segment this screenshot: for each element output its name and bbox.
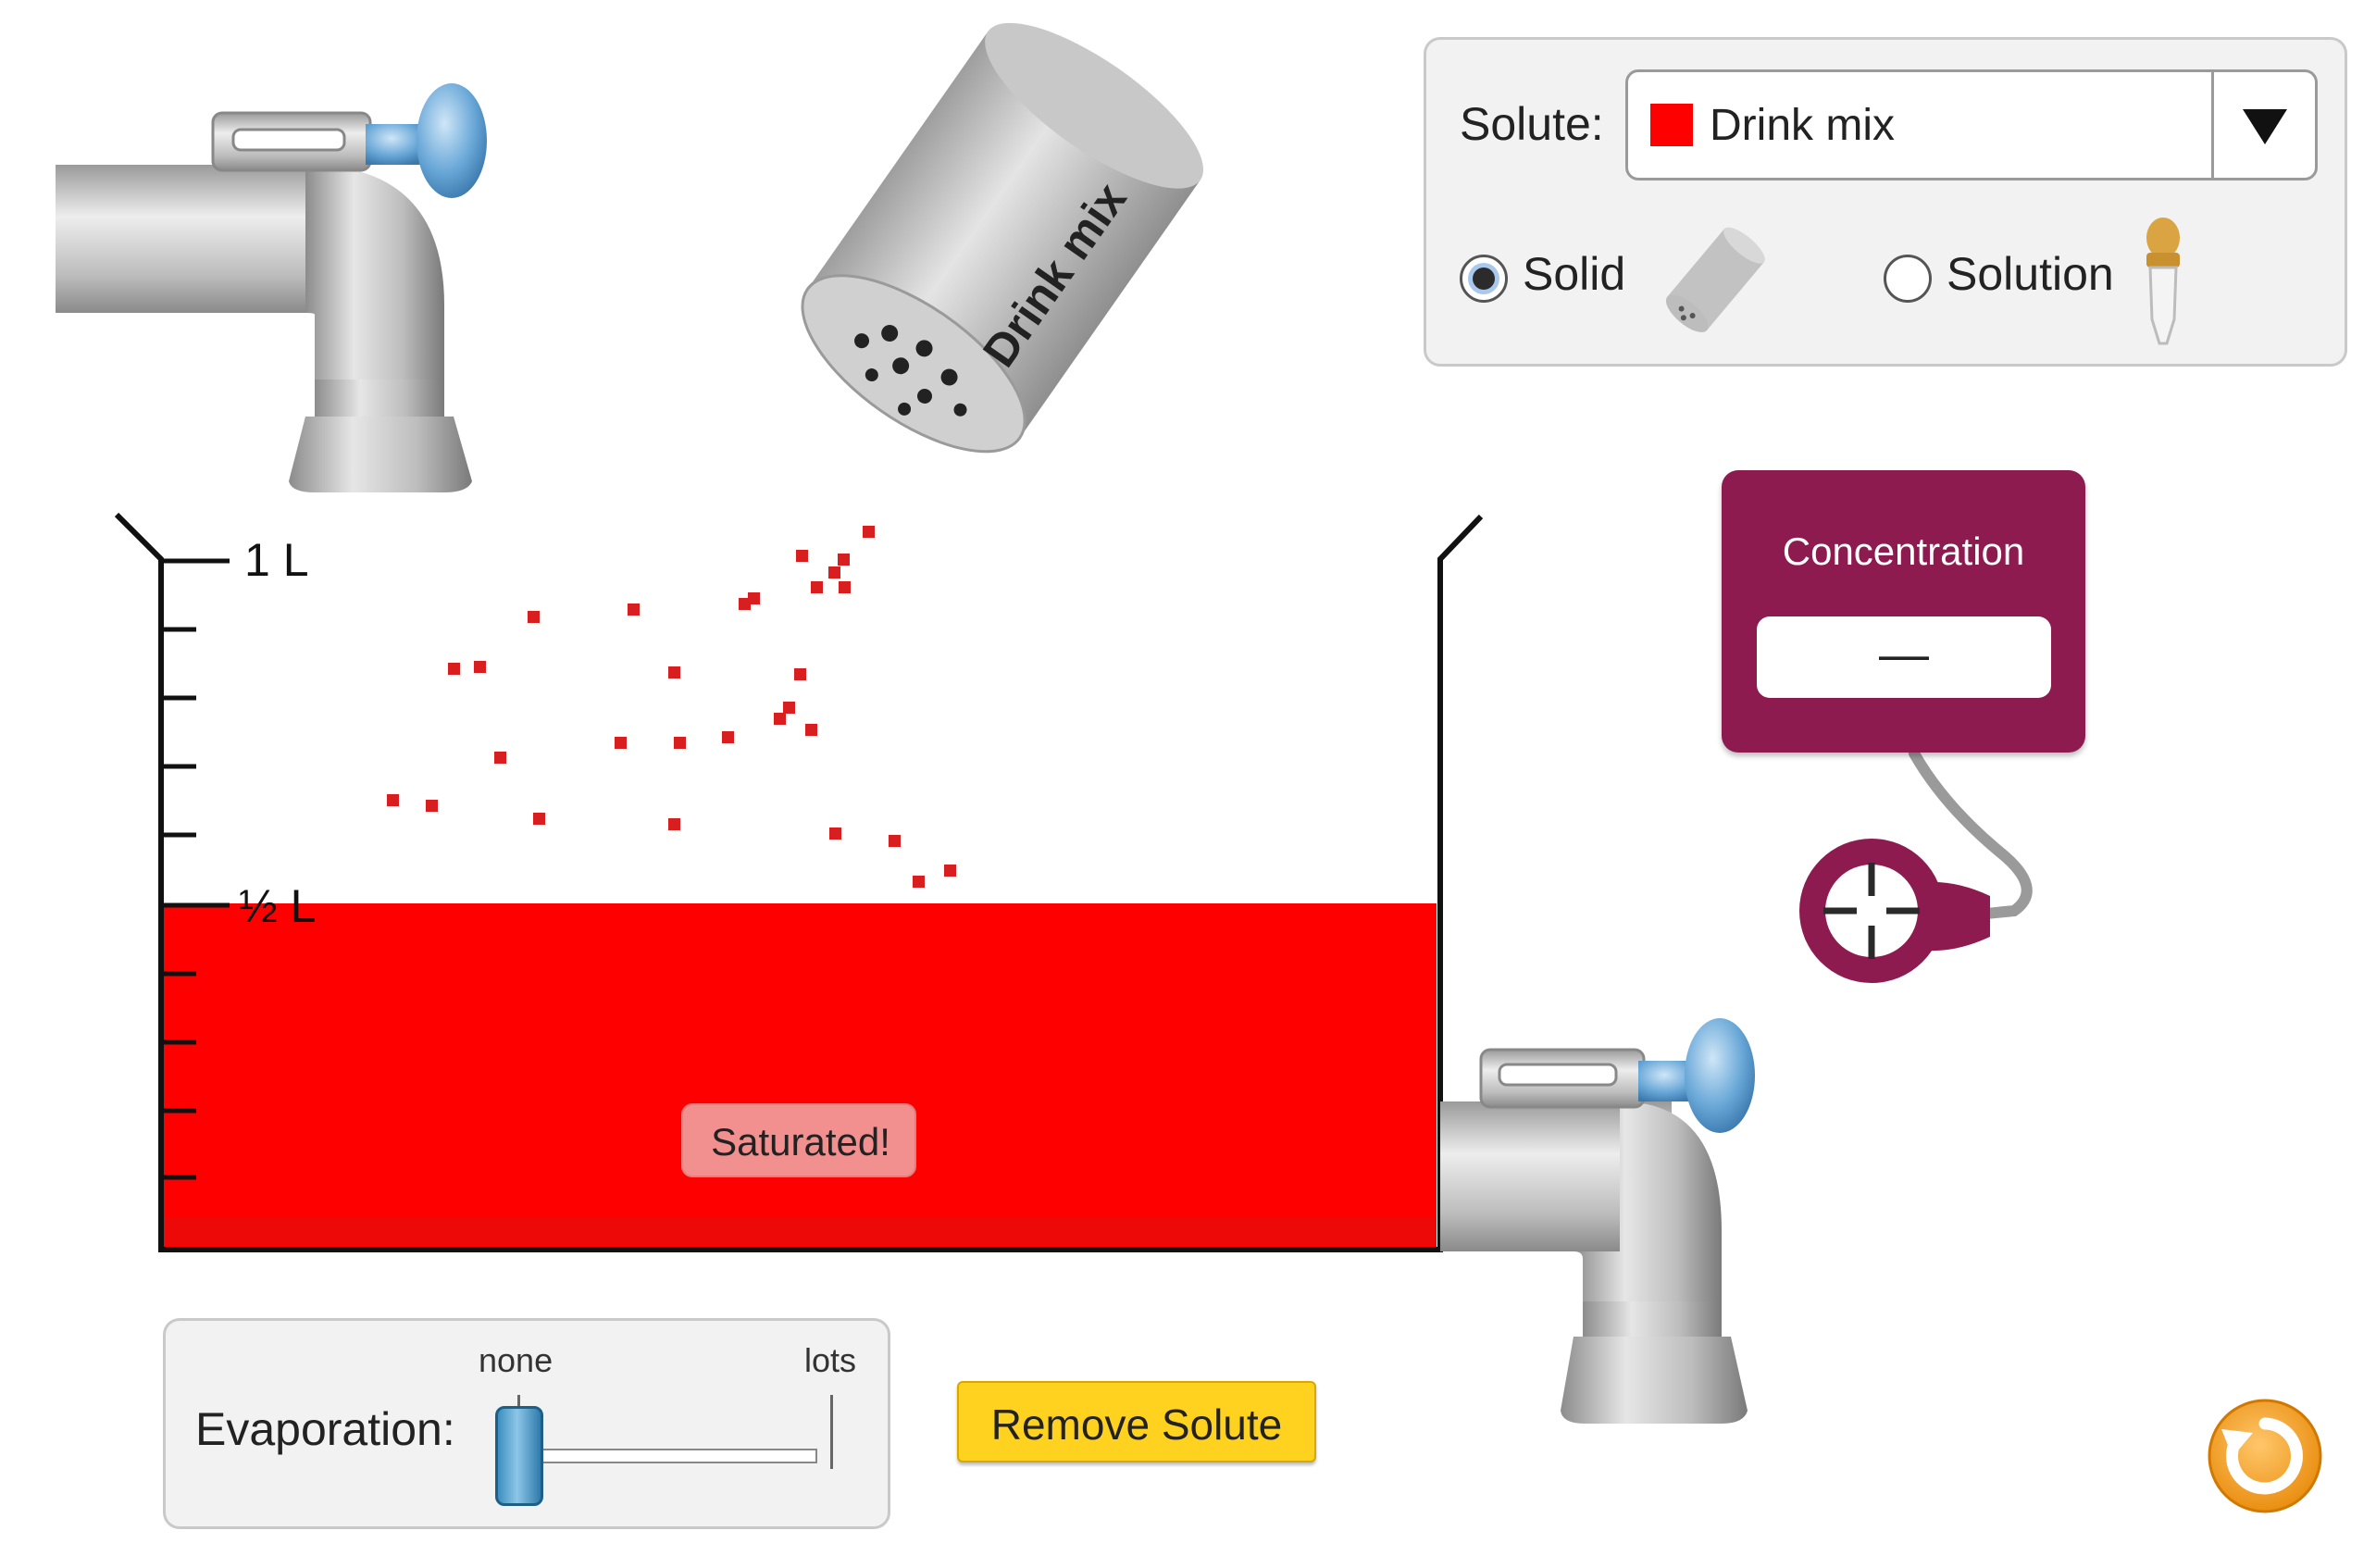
beaker xyxy=(114,512,1484,1252)
remove-solute-label: Remove Solute xyxy=(990,1400,1283,1449)
shaker-icon xyxy=(1665,227,1765,332)
beaker-solution xyxy=(163,903,1437,1248)
drink-mix-shaker[interactable] xyxy=(775,0,1225,485)
evaporation-tick-lots xyxy=(830,1395,833,1469)
drain-faucet-knob-icon xyxy=(1685,1018,1755,1133)
crosshair-icon xyxy=(1823,863,1920,959)
input-faucet-knob-icon xyxy=(417,83,487,198)
saturated-status-text: Saturated! xyxy=(711,1120,890,1164)
meter-cable xyxy=(1909,748,2033,922)
solute-selected-value: Drink mix xyxy=(1710,101,1895,150)
meter-display: — xyxy=(1757,616,2051,698)
dropdown-divider xyxy=(2211,72,2214,178)
evaporation-panel: Evaporation: none lots xyxy=(163,1318,890,1529)
reset-button[interactable] xyxy=(2205,1396,2325,1516)
dropper-icon xyxy=(2146,218,2180,345)
solute-label: Solute: xyxy=(1460,98,1604,150)
evaporation-max-label: lots xyxy=(804,1341,857,1379)
evaporation-slider-track[interactable] xyxy=(510,1449,817,1463)
radio-solution[interactable] xyxy=(1884,255,1932,303)
solute-particles xyxy=(387,526,956,888)
evaporation-min-label: none xyxy=(479,1341,554,1379)
remove-solute-button[interactable]: Remove Solute xyxy=(957,1381,1316,1462)
evaporation-slider-thumb[interactable] xyxy=(495,1406,543,1506)
radio-solid-label[interactable]: Solid xyxy=(1523,248,1626,300)
radio-solid[interactable] xyxy=(1460,255,1508,303)
meter-value: — xyxy=(1879,627,1929,682)
saturated-status-badge: Saturated! xyxy=(681,1103,916,1177)
meter-title: Concentration xyxy=(1782,529,2025,573)
precipitate-layer xyxy=(163,1218,1437,1246)
beaker-label-1l: 1 L xyxy=(244,534,309,586)
chevron-down-icon[interactable] xyxy=(2239,93,2291,157)
beaker-label-half: ½ L xyxy=(239,880,317,932)
evaporation-label: Evaporation: xyxy=(195,1403,455,1455)
reset-icon xyxy=(2221,1417,2303,1495)
solute-color-swatch xyxy=(1650,104,1693,146)
solute-panel: Solute: Drink mix Solid Solution xyxy=(1424,37,2347,367)
radio-solution-label[interactable]: Solution xyxy=(1947,248,2114,300)
input-faucet[interactable] xyxy=(56,83,487,492)
meter-probe[interactable] xyxy=(1799,839,1990,983)
beaker-ticks xyxy=(163,558,230,1180)
solute-dropdown[interactable]: Drink mix xyxy=(1625,69,2318,180)
concentration-meter[interactable]: Concentration — xyxy=(1722,470,2085,753)
drain-faucet[interactable] xyxy=(1440,1018,1755,1424)
